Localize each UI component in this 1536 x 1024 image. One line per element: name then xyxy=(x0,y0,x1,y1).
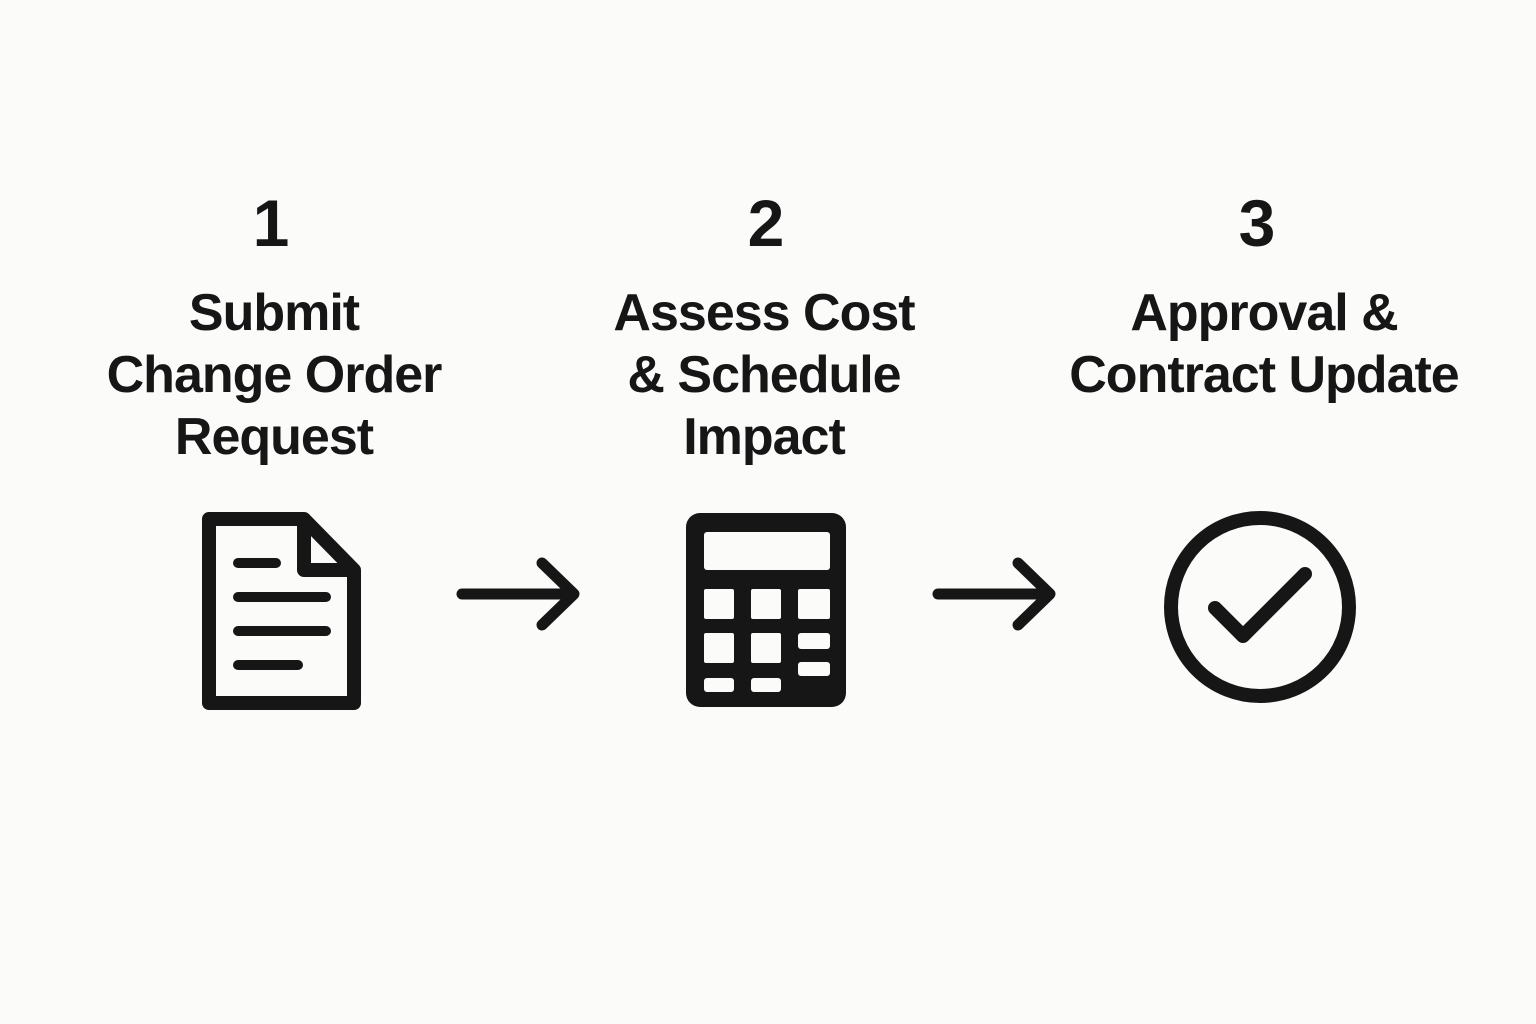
calculator-icon xyxy=(684,511,848,709)
check-circle-icon xyxy=(1161,508,1359,706)
step-2-title: Assess Cost & Schedule Impact xyxy=(613,284,915,466)
document-icon xyxy=(200,510,364,712)
step-1-title: Submit Change Order Request xyxy=(106,284,443,466)
arrow-right-icon xyxy=(932,555,1056,633)
arrow-right-icon xyxy=(456,555,580,633)
step-2-number: 2 xyxy=(747,186,785,260)
step-3-number: 3 xyxy=(1238,186,1276,260)
step-3-title: Approval & Contract Update xyxy=(1069,284,1459,404)
step-1-number: 1 xyxy=(252,186,290,260)
